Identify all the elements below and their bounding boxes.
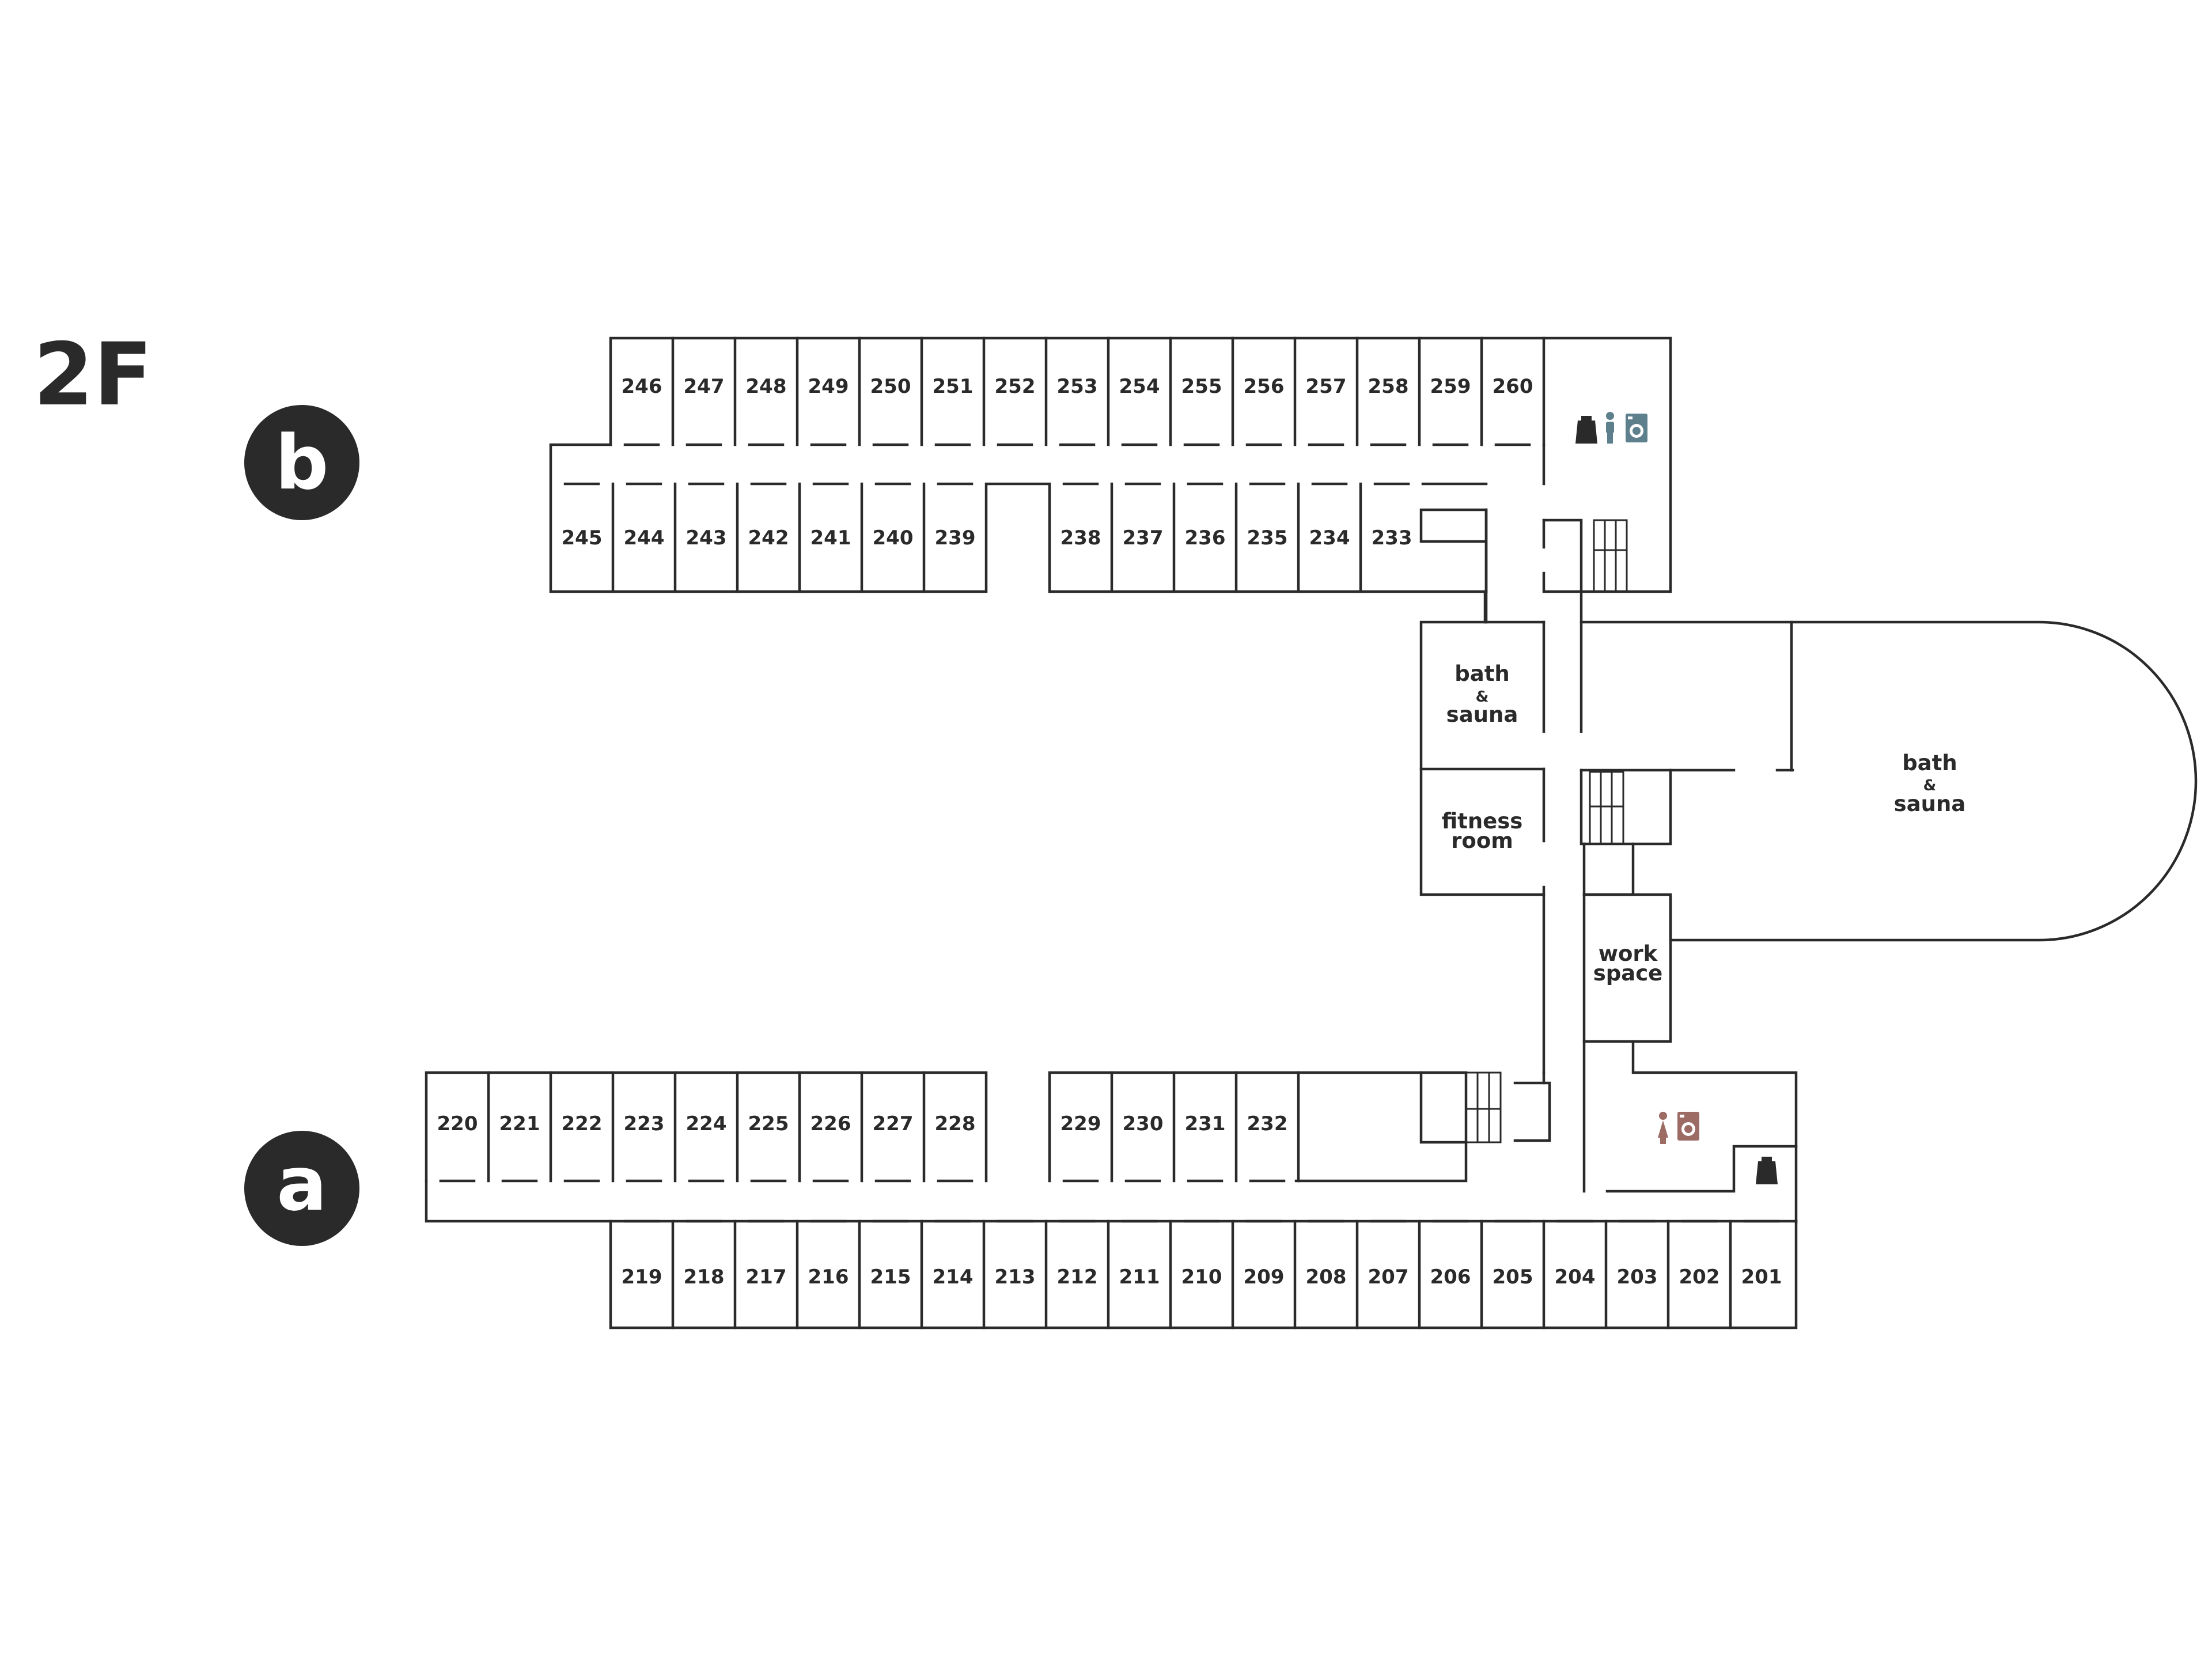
facility-fitness-room: fitness room [1442, 809, 1523, 853]
wing-b-letter: b [275, 419, 328, 506]
room-202[interactable]: 202 [1679, 1266, 1720, 1289]
stairs-a [1465, 1071, 1502, 1143]
wing-a [425, 1071, 1798, 1330]
room-206[interactable]: 206 [1430, 1266, 1471, 1289]
room-233[interactable]: 233 [1372, 527, 1412, 550]
female-restroom-icon [1658, 1112, 1668, 1144]
facility-bath-small-line-3: sauna [1446, 702, 1518, 727]
room-218[interactable]: 218 [684, 1266, 725, 1289]
room-216[interactable]: 216 [808, 1266, 849, 1289]
room-236[interactable]: 236 [1185, 527, 1226, 550]
floor-label: 2F [33, 325, 153, 425]
facility-fitness-line-1: fitness [1442, 809, 1523, 834]
facility-bath-small-line-1: bath [1455, 661, 1509, 686]
room-242[interactable]: 242 [748, 527, 789, 550]
room-207[interactable]: 207 [1368, 1266, 1409, 1289]
room-205[interactable]: 205 [1493, 1266, 1533, 1289]
facility-bath-small: bath & sauna [1446, 661, 1518, 727]
room-211[interactable]: 211 [1119, 1266, 1160, 1289]
room-239[interactable]: 239 [935, 527, 976, 550]
room-241[interactable]: 241 [810, 527, 851, 550]
room-225[interactable]: 225 [748, 1112, 789, 1135]
room-257[interactable]: 257 [1306, 375, 1347, 398]
laundry-icon [1626, 414, 1647, 442]
facility-work-line-1: work [1599, 941, 1658, 966]
room-240[interactable]: 240 [873, 527, 914, 550]
facility-bath-small-line-2: & [1476, 688, 1489, 706]
room-247[interactable]: 247 [684, 375, 725, 398]
room-249[interactable]: 249 [808, 375, 849, 398]
room-labels: 246 247 248 249 250 251 252 253 254 255 256 257 258 2… [437, 375, 1782, 1289]
room-260[interactable]: 260 [1493, 375, 1533, 398]
room-234[interactable]: 234 [1309, 527, 1350, 550]
room-232[interactable]: 232 [1247, 1112, 1288, 1135]
room-219[interactable]: 219 [622, 1266, 662, 1289]
room-203[interactable]: 203 [1617, 1266, 1658, 1289]
room-228[interactable]: 228 [935, 1112, 976, 1135]
stairs-b [1593, 519, 1628, 593]
room-259[interactable]: 259 [1430, 375, 1471, 398]
stairs-center [1589, 771, 1624, 845]
facility-work-space: work space [1593, 941, 1663, 986]
wing-b-marker: b [244, 405, 359, 520]
room-255[interactable]: 255 [1181, 375, 1222, 398]
room-221[interactable]: 221 [499, 1112, 540, 1135]
room-254[interactable]: 254 [1119, 375, 1160, 398]
room-224[interactable]: 224 [686, 1112, 727, 1135]
room-245[interactable]: 245 [562, 527, 603, 550]
room-238[interactable]: 238 [1060, 527, 1101, 550]
male-restroom-icon [1606, 412, 1614, 444]
room-248[interactable]: 248 [746, 375, 787, 398]
room-217[interactable]: 217 [746, 1266, 787, 1289]
room-208[interactable]: 208 [1306, 1266, 1347, 1289]
room-215[interactable]: 215 [870, 1266, 911, 1289]
room-243[interactable]: 243 [686, 527, 727, 550]
facility-work-line-2: space [1593, 961, 1663, 986]
room-220[interactable]: 220 [437, 1112, 478, 1135]
facility-bath-large: bath & sauna [1894, 751, 1966, 816]
kettle-icon [1756, 1157, 1778, 1184]
room-212[interactable]: 212 [1057, 1266, 1098, 1289]
room-204[interactable]: 204 [1555, 1266, 1596, 1289]
central-block [1419, 590, 2198, 1224]
wing-a-letter: a [276, 1140, 327, 1228]
facility-bath-large-line-1: bath [1902, 751, 1957, 775]
facility-bath-large-line-3: sauna [1894, 791, 1966, 816]
wing-a-marker: a [244, 1131, 359, 1246]
room-246[interactable]: 246 [622, 375, 662, 398]
room-201[interactable]: 201 [1741, 1266, 1782, 1289]
room-227[interactable]: 227 [873, 1112, 914, 1135]
kettle-icon [1575, 416, 1597, 444]
room-226[interactable]: 226 [810, 1112, 851, 1135]
room-237[interactable]: 237 [1123, 527, 1164, 550]
room-235[interactable]: 235 [1247, 527, 1288, 550]
room-214[interactable]: 214 [933, 1266, 974, 1289]
room-213[interactable]: 213 [995, 1266, 1036, 1289]
room-244[interactable]: 244 [624, 527, 665, 550]
room-253[interactable]: 253 [1057, 375, 1098, 398]
room-209[interactable]: 209 [1244, 1266, 1285, 1289]
room-222[interactable]: 222 [562, 1112, 603, 1135]
laundry-icon [1677, 1112, 1699, 1141]
room-256[interactable]: 256 [1244, 375, 1285, 398]
room-229[interactable]: 229 [1060, 1112, 1101, 1135]
room-230[interactable]: 230 [1123, 1112, 1164, 1135]
facility-bath-large-line-2: & [1923, 777, 1937, 794]
wing-b [549, 336, 1672, 624]
room-258[interactable]: 258 [1368, 375, 1409, 398]
room-210[interactable]: 210 [1181, 1266, 1222, 1289]
room-231[interactable]: 231 [1185, 1112, 1226, 1135]
facility-fitness-line-2: room [1451, 828, 1513, 853]
room-250[interactable]: 250 [870, 375, 911, 398]
room-252[interactable]: 252 [995, 375, 1036, 398]
room-223[interactable]: 223 [624, 1112, 665, 1135]
room-251[interactable]: 251 [933, 375, 974, 398]
